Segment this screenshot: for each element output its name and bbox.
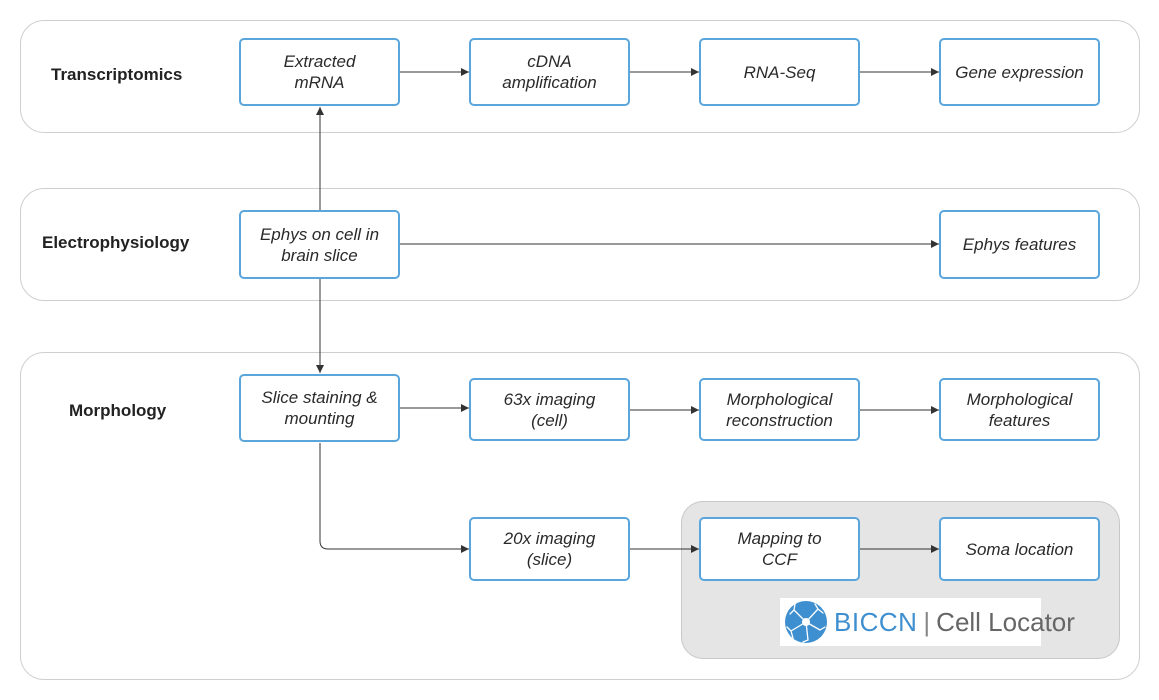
node-63x-imaging: 63x imaging (cell) <box>469 378 630 441</box>
node-cdna-amplification: cDNA amplification <box>469 38 630 106</box>
node-20x-imaging: 20x imaging (slice) <box>469 517 630 581</box>
node-soma-location: Soma location <box>939 517 1100 581</box>
lane-label-transcriptomics: Transcriptomics <box>51 65 183 84</box>
logo-separator: | <box>923 606 931 637</box>
lane-label-electrophysiology: Electrophysiology <box>42 233 190 252</box>
node-rna-seq: RNA-Seq <box>699 38 860 106</box>
node-ephys-on-cell: Ephys on cell in brain slice <box>239 210 400 279</box>
biccn-cell-locator-logo: BICCN|Cell Locator <box>780 598 1075 646</box>
node-morphological-reconstruction: Morphological reconstruction <box>699 378 860 441</box>
logo-product: Cell Locator <box>936 606 1075 637</box>
node-ephys-features: Ephys features <box>939 210 1100 279</box>
logo-brand: BICCN <box>834 606 918 637</box>
node-morphological-features: Morphological features <box>939 378 1100 441</box>
node-gene-expression: Gene expression <box>939 38 1100 106</box>
node-extracted-mrna: Extracted mRNA <box>239 38 400 106</box>
lane-label-morphology: Morphology <box>69 401 167 420</box>
node-slice-staining: Slice staining & mounting <box>239 374 400 442</box>
node-mapping-to-ccf: Mapping to CCF <box>699 517 860 581</box>
neuron-icon <box>784 600 828 644</box>
